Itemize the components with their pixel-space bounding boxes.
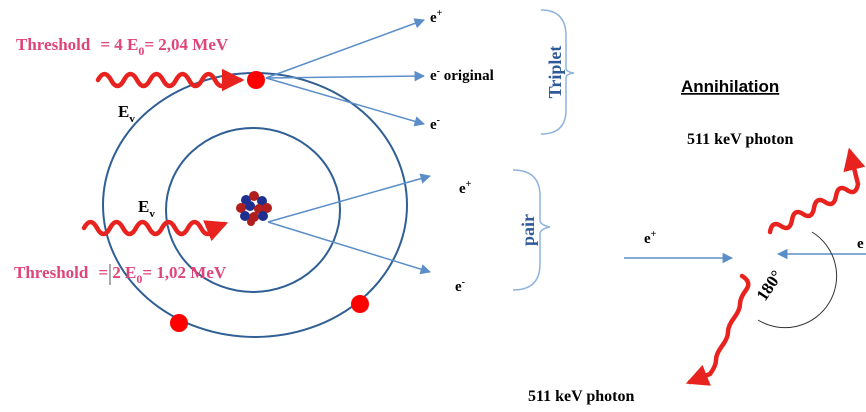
angle-arc-icon bbox=[757, 231, 838, 329]
annihilation-angle-label: 180° bbox=[753, 267, 787, 304]
pair-curly-bracket-icon bbox=[512, 169, 551, 291]
triplet-electron-label: e- bbox=[430, 115, 440, 133]
triplet-original-label: e- original bbox=[430, 66, 494, 84]
photon-energy-label-triplet: Ev bbox=[118, 102, 135, 125]
annihilation-title: Annihilation bbox=[681, 77, 779, 96]
electron-dot-bottom-left bbox=[170, 314, 188, 332]
photon-energy-label-pair: Ev bbox=[138, 197, 155, 220]
pair-positron-arrow bbox=[267, 173, 432, 223]
triplet-original-arrow bbox=[265, 70, 426, 82]
annihilation-electron-label: e bbox=[857, 236, 864, 252]
pair-electron-label: e- bbox=[455, 277, 465, 295]
pair-positron-label: e+ bbox=[459, 179, 472, 197]
photon-wave-arrow-icon-up bbox=[767, 147, 866, 235]
annihilation-positron-label: e+ bbox=[644, 229, 657, 247]
photon-wave-arrow-icon-pair bbox=[81, 219, 229, 242]
triplet-electron-arrow bbox=[265, 77, 426, 127]
threshold-triplet-label: Threshold= 4 E0= 2,04 MeV bbox=[16, 35, 229, 58]
pair-group-label: pair bbox=[518, 214, 538, 246]
nucleus-cluster-icon bbox=[236, 191, 272, 226]
photon-wave-arrow-icon-down bbox=[685, 273, 751, 386]
triplet-curly-bracket-icon bbox=[540, 9, 575, 135]
electron-dot-top bbox=[247, 71, 265, 89]
electron-dot-bottom-right bbox=[351, 295, 369, 313]
triplet-group-label: Triplet bbox=[545, 46, 565, 99]
pair-electron-arrow bbox=[267, 221, 432, 275]
triplet-positron-arrow bbox=[265, 18, 425, 79]
threshold-pair-label: Threshold= 2 E0= 1,02 MeV bbox=[14, 263, 227, 286]
photon-wave-arrow-icon-triplet bbox=[95, 68, 245, 92]
triplet-positron-label: e+ bbox=[430, 8, 443, 26]
photon-bottom-label: 511 keV photon bbox=[528, 388, 635, 405]
inner-orbit bbox=[165, 127, 341, 293]
photon-top-label: 511 keV photon bbox=[687, 131, 794, 148]
